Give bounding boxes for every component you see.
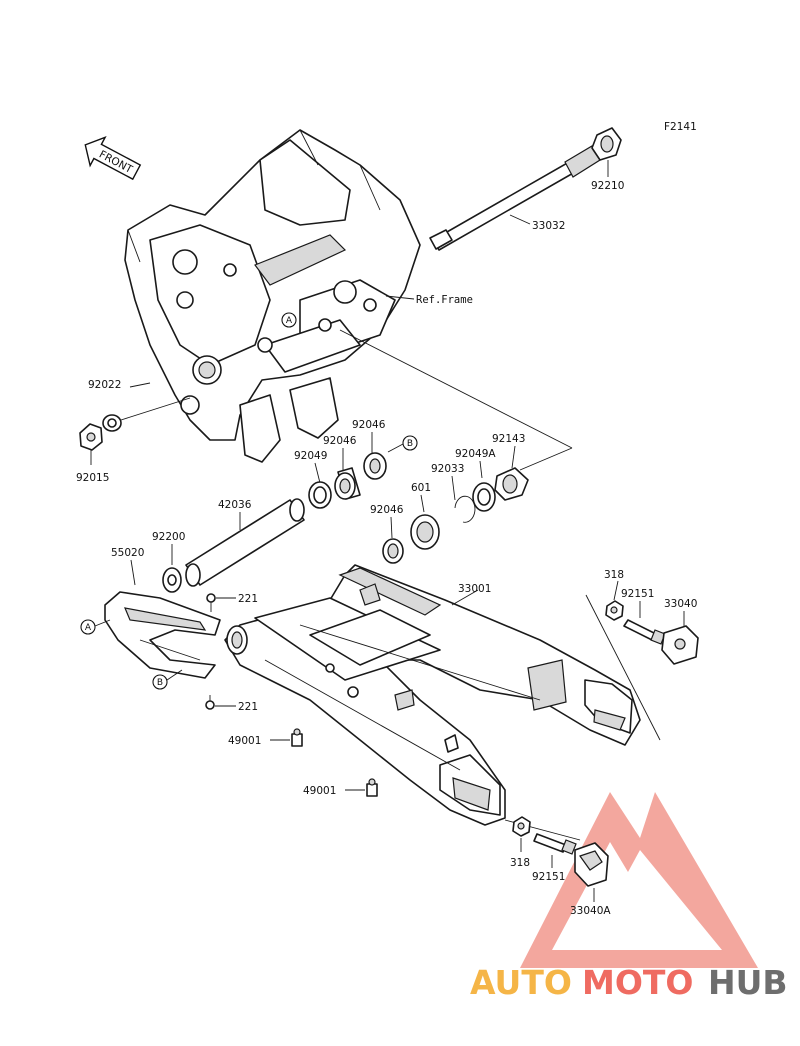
washer-92200 <box>162 567 182 593</box>
needle-bearing-right <box>363 452 387 480</box>
grease-fitting-upper <box>291 728 303 747</box>
part-92210: 92210 <box>591 180 624 192</box>
part-92033: 92033 <box>431 463 464 475</box>
pivot-collar-42036 <box>185 498 305 587</box>
part-33040a: 33040A <box>570 905 611 917</box>
left-pivot-nut <box>79 423 103 451</box>
collar-92143 <box>494 467 529 501</box>
part-92143: 92143 <box>492 433 525 445</box>
part-33040: 33040 <box>664 598 697 610</box>
part-221-upper: 221 <box>238 593 258 605</box>
adjuster-block-33040 <box>661 625 699 665</box>
chain-guard-55020 <box>104 591 221 679</box>
part-92046-lower: 92046 <box>370 504 404 516</box>
part-42036: 42036 <box>218 499 252 511</box>
part-92046-top: 92046 <box>352 419 386 431</box>
part-318-lower: 318 <box>510 857 530 869</box>
svg-text:AUTO: AUTO <box>470 963 572 1002</box>
svg-text:MOTO: MOTO <box>582 963 693 1002</box>
callout-a-guard: A <box>85 623 92 633</box>
svg-text:HUB: HUB <box>708 963 788 1002</box>
part-92049a: 92049A <box>455 448 496 460</box>
seal-92049a <box>472 482 496 512</box>
needle-bearing-left <box>334 467 361 500</box>
grease-fitting-lower <box>366 778 378 797</box>
adjuster-block-33040a <box>574 842 609 887</box>
part-601: 601 <box>411 482 431 494</box>
frame-illustration <box>124 129 421 463</box>
callout-a-frame: A <box>286 316 293 326</box>
pivot-shaft <box>429 145 601 251</box>
watermark-triangle-logo <box>520 792 758 968</box>
bolt-221-upper <box>206 593 216 612</box>
swingarm-33001 <box>224 564 641 826</box>
part-92015: 92015 <box>76 472 109 484</box>
watermark-text: AUTO MOTO HUB <box>470 963 788 1002</box>
part-92046-mid: 92046 <box>323 435 357 447</box>
nut-318-lower <box>512 816 531 837</box>
adjuster-bolt-lower <box>533 833 577 855</box>
ball-bearing-601 <box>410 514 440 550</box>
part-221-lower: 221 <box>238 701 258 713</box>
nut-318-upper <box>605 600 624 621</box>
pivot-nut <box>591 127 622 161</box>
needle-bearing-lower <box>382 538 404 564</box>
part-92151-lower: 92151 <box>532 871 565 883</box>
bolt-221-lower <box>205 695 215 710</box>
part-49001-upper: 49001 <box>228 735 261 747</box>
part-92022: 92022 <box>88 379 121 391</box>
part-33032: 33032 <box>532 220 565 232</box>
adjuster-bolt-upper <box>623 619 666 645</box>
part-33001: 33001 <box>458 583 491 595</box>
figure-code: F2141 <box>664 121 697 133</box>
part-92200: 92200 <box>152 531 185 543</box>
callout-b-bearing: B <box>407 439 413 449</box>
part-318-upper: 318 <box>604 569 624 581</box>
part-49001-lower: 49001 <box>303 785 336 797</box>
front-arrow-icon: FRONT <box>84 135 142 181</box>
ref-frame-label: Ref.Frame <box>416 294 473 306</box>
part-55020: 55020 <box>111 547 144 559</box>
part-92049: 92049 <box>294 450 327 462</box>
part-92151-upper: 92151 <box>621 588 654 600</box>
callout-b-guard: B <box>157 678 163 688</box>
bearing-92049 <box>308 481 332 509</box>
